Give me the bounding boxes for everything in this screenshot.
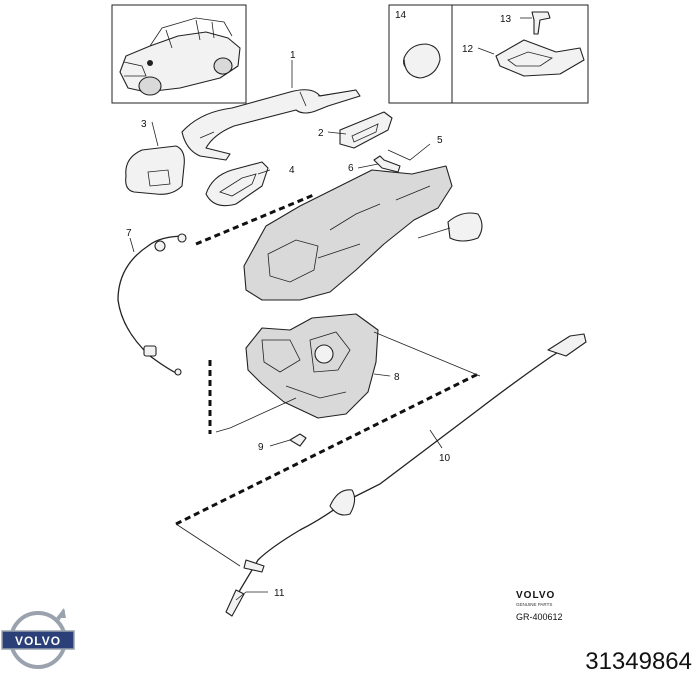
brand-block: VOLVO GENUINE PARTS GR-400612 xyxy=(516,590,563,622)
callout-10: 10 xyxy=(439,453,451,464)
callout-5: 5 xyxy=(437,135,443,146)
callout-11: 11 xyxy=(274,588,285,599)
callout-8: 8 xyxy=(394,372,400,383)
brand-wordmark: VOLVO xyxy=(516,590,555,601)
diagram-reference: GR-400612 xyxy=(516,612,563,622)
brand-subtitle: GENUINE PARTS xyxy=(516,602,552,607)
rod-end-11 xyxy=(225,559,265,617)
callout-9: 9 xyxy=(258,442,264,453)
handle-gasket xyxy=(339,111,393,149)
callout-4: 4 xyxy=(289,165,295,176)
inset-12-13 xyxy=(451,4,589,104)
handle-bracket xyxy=(243,165,483,301)
callout-3: 3 xyxy=(141,119,147,130)
callout-6: 6 xyxy=(348,163,354,174)
volvo-logo: VOLVO xyxy=(1,608,75,669)
assembly-dashed-lines xyxy=(175,192,479,526)
lock-cylinder-cover xyxy=(125,145,185,195)
callout-2: 2 xyxy=(318,128,324,139)
inset-14 xyxy=(388,4,453,104)
callout-13: 13 xyxy=(500,14,512,25)
screw-6 xyxy=(373,155,401,173)
logo-wordmark: VOLVO xyxy=(15,634,61,648)
callout-7: 7 xyxy=(126,228,132,239)
vehicle-thumbnail xyxy=(111,4,247,104)
callout-numbers: 1 2 3 4 5 6 7 8 9 10 11 12 13 14 xyxy=(126,10,512,599)
callout-1: 1 xyxy=(290,50,296,61)
callout-12: 12 xyxy=(462,44,474,55)
callout-14: 14 xyxy=(395,10,407,21)
door-lock-mechanism xyxy=(245,313,379,419)
screw-9 xyxy=(289,433,307,447)
cable-7 xyxy=(117,233,187,376)
cable-10 xyxy=(229,333,587,613)
part-number: 31349864 xyxy=(585,648,692,675)
cover-gasket xyxy=(205,161,269,207)
outer-door-handle xyxy=(181,89,361,161)
leader-lines xyxy=(129,17,532,601)
